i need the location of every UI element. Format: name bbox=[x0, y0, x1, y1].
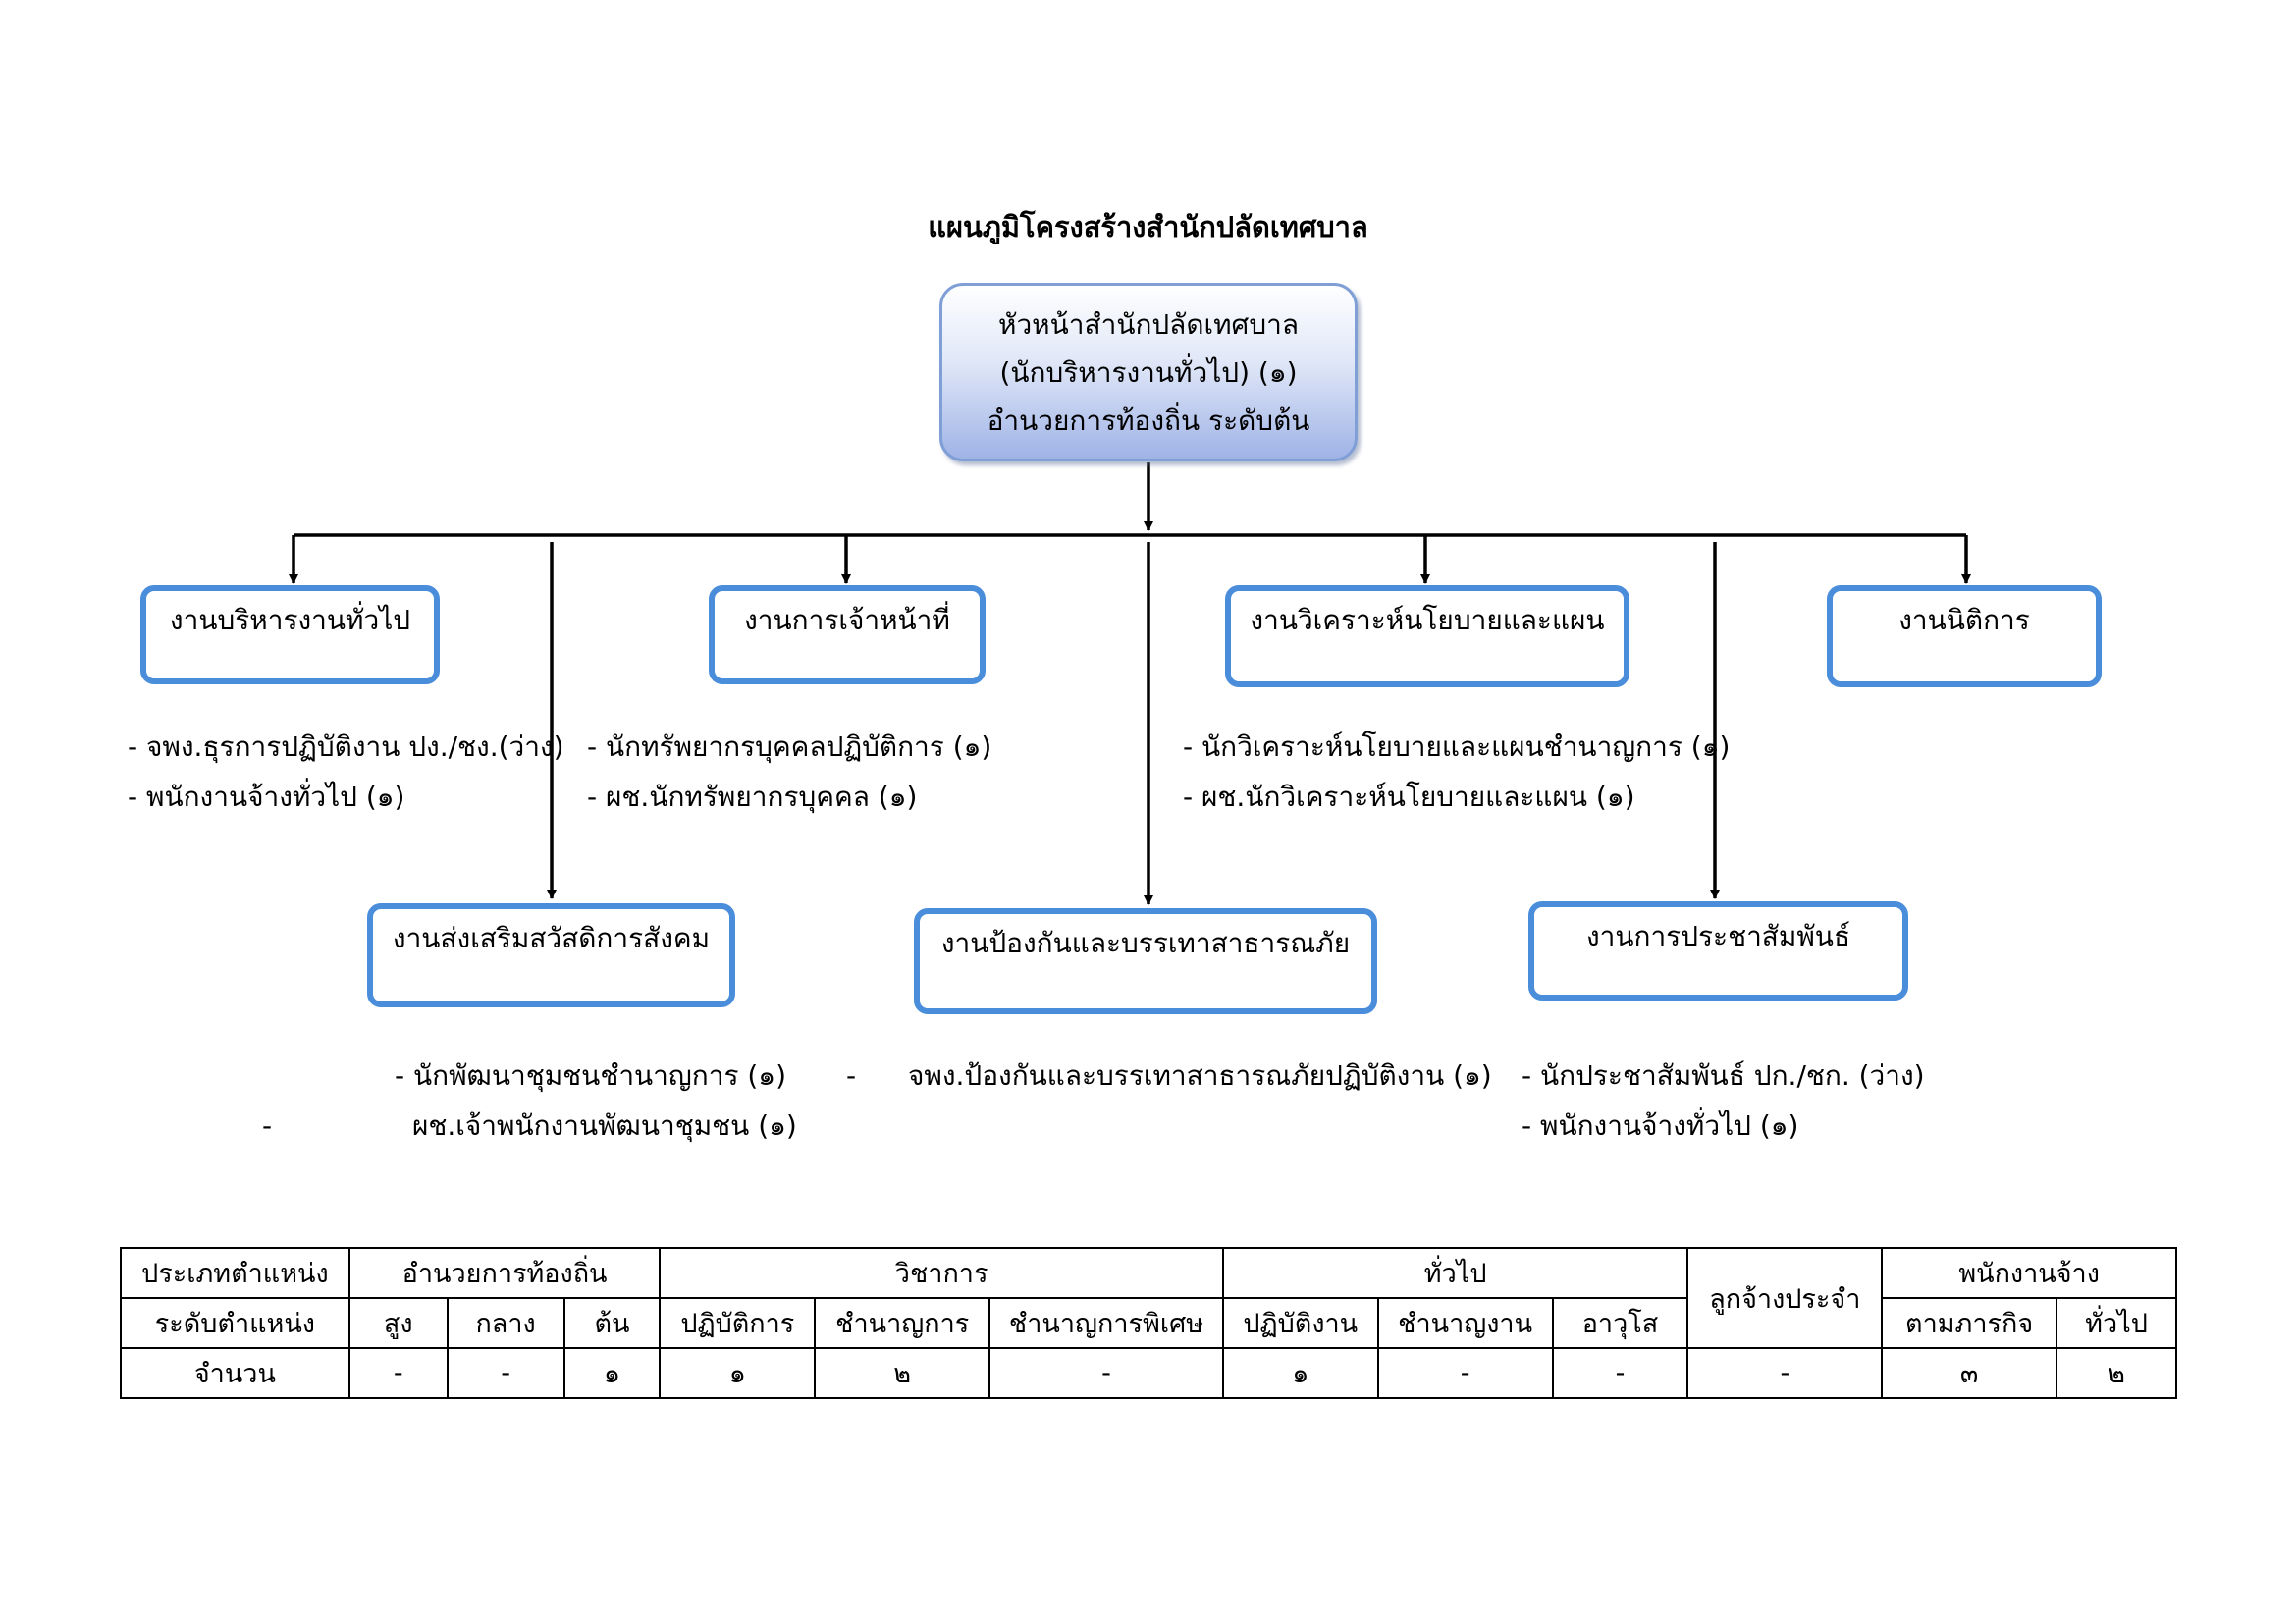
count-cell: - bbox=[1686, 1347, 1884, 1399]
head-of-office-box: หัวหน้าสำนักปลัดเทศบาล (นักบริหารงานทั่ว… bbox=[939, 283, 1358, 461]
unit-disaster-label: งานป้องกันและบรรเทาสาธารณภัย bbox=[940, 927, 1351, 959]
staff-pr-1: - นักประชาสัมพันธ์ ปก./ชก. (ว่าง) bbox=[1522, 1059, 1925, 1092]
staff-disaster-dash: - bbox=[846, 1059, 857, 1092]
unit-pr-label: งานการประชาสัมพันธ์ bbox=[1585, 920, 1851, 952]
count-cell: ๒ bbox=[814, 1347, 991, 1399]
staff-personnel-2: - ผช.นักทรัพยากรบุคคล (๑) bbox=[587, 781, 918, 813]
table-row: จำนวน - - ๑ ๑ ๒ - ๑ - - - ๓ ๒ bbox=[120, 1347, 2177, 1399]
unit-general-admin-label: งานบริหารงานทั่วไป bbox=[169, 604, 411, 636]
count-cell: ๑ bbox=[659, 1347, 817, 1399]
table-row: ประเภทตำแหน่ง อำนวยการท้องถิ่น วิชาการ ท… bbox=[120, 1247, 2177, 1349]
header-general: ทั่วไป bbox=[1221, 1247, 1689, 1299]
count-cell: - bbox=[446, 1347, 565, 1399]
unit-welfare-label: งานส่งเสริมสวัสดิการสังคม bbox=[392, 922, 711, 954]
count-cell: - bbox=[1551, 1347, 1689, 1399]
level-cell: อาวุโส bbox=[1551, 1297, 1689, 1349]
level-cell: กลาง bbox=[446, 1297, 565, 1349]
staff-policy-plan-2: - ผช.นักวิเคราะห์นโยบายและแผน (๑) bbox=[1183, 781, 1635, 813]
header-academic: วิชาการ bbox=[659, 1247, 1224, 1299]
staff-personnel-1: - นักทรัพยากรบุคคลปฏิบัติการ (๑) bbox=[587, 731, 992, 763]
unit-legal-label: งานนิติการ bbox=[1898, 604, 2030, 636]
unit-personnel-label: งานการเจ้าหน้าที่ bbox=[744, 604, 950, 636]
staff-welfare-2: ผช.เจ้าพนักงานพัฒนาชุมชน (๑) bbox=[412, 1110, 797, 1142]
head-title: หัวหน้าสำนักปลัดเทศบาล bbox=[998, 307, 1299, 341]
unit-policy-plan-box: งานวิเคราะห์นโยบายและแผน bbox=[1225, 585, 1629, 687]
level-cell: ตามภารกิจ bbox=[1881, 1297, 2058, 1349]
header-permanent-employee: ลูกจ้างประจำ bbox=[1686, 1247, 1884, 1349]
staff-pr-2: - พนักงานจ้างทั่วไป (๑) bbox=[1522, 1110, 1799, 1142]
staff-policy-plan-1: - นักวิเคราะห์นโยบายและแผนชำนาญการ (๑) bbox=[1183, 731, 1731, 763]
header-count: จำนวน bbox=[120, 1347, 350, 1399]
unit-disaster-box: งานป้องกันและบรรเทาสาธารณภัย bbox=[914, 908, 1377, 1014]
level-cell: ชำนาญการพิเศษ bbox=[988, 1297, 1224, 1349]
count-cell: ๒ bbox=[2056, 1347, 2177, 1399]
position-summary-table: ประเภทตำแหน่ง อำนวยการท้องถิ่น วิชาการ ท… bbox=[120, 1247, 2177, 1399]
count-cell: - bbox=[988, 1347, 1224, 1399]
staff-welfare-1: - นักพัฒนาชุมชนชำนาญการ (๑) bbox=[395, 1059, 786, 1092]
count-cell: ๓ bbox=[1881, 1347, 2058, 1399]
header-local-admin: อำนวยการท้องถิ่น bbox=[347, 1247, 662, 1299]
header-contract-employee: พนักงานจ้าง bbox=[1881, 1247, 2177, 1299]
staff-general-admin-2: - พนักงานจ้างทั่วไป (๑) bbox=[128, 781, 405, 813]
staff-disaster-1: จพง.ป้องกันและบรรเทาสาธารณภัยปฏิบัติงาน … bbox=[908, 1059, 1492, 1092]
head-position: (นักบริหารงานทั่วไป) (๑) bbox=[999, 355, 1298, 389]
unit-general-admin-box: งานบริหารงานทั่วไป bbox=[140, 585, 440, 684]
level-cell: ต้น bbox=[562, 1297, 662, 1349]
level-cell: ทั่วไป bbox=[2056, 1297, 2177, 1349]
count-cell: - bbox=[347, 1347, 449, 1399]
count-cell: ๑ bbox=[562, 1347, 662, 1399]
unit-welfare-box: งานส่งเสริมสวัสดิการสังคม bbox=[367, 903, 735, 1007]
level-cell: ปฏิบัติการ bbox=[659, 1297, 817, 1349]
level-cell: ชำนาญงาน bbox=[1376, 1297, 1554, 1349]
header-position-level: ระดับตำแหน่ง bbox=[120, 1297, 350, 1349]
level-cell: ชำนาญการ bbox=[814, 1297, 991, 1349]
unit-policy-plan-label: งานวิเคราะห์นโยบายและแผน bbox=[1250, 604, 1605, 636]
chart-title: แผนภูมิโครงสร้างสำนักปลัดเทศบาล bbox=[928, 210, 1368, 244]
level-cell: ปฏิบัติงาน bbox=[1221, 1297, 1379, 1349]
unit-personnel-box: งานการเจ้าหน้าที่ bbox=[709, 585, 986, 684]
level-cell: สูง bbox=[347, 1297, 449, 1349]
count-cell: ๑ bbox=[1221, 1347, 1379, 1399]
staff-general-admin-1: - จพง.ธุรการปฏิบัติงาน ปง./ชง.(ว่าง) bbox=[128, 731, 564, 763]
table-row: ระดับตำแหน่ง สูง กลาง ต้น ปฏิบัติการ ชำน… bbox=[120, 1297, 2177, 1349]
count-cell: - bbox=[1376, 1347, 1554, 1399]
head-level: อำนวยการท้องถิ่น ระดับต้น bbox=[987, 404, 1310, 437]
unit-pr-box: งานการประชาสัมพันธ์ bbox=[1528, 901, 1908, 1001]
staff-welfare-2-dash: - bbox=[262, 1110, 273, 1142]
unit-legal-box: งานนิติการ bbox=[1827, 585, 2102, 687]
header-position-type: ประเภทตำแหน่ง bbox=[120, 1247, 350, 1299]
